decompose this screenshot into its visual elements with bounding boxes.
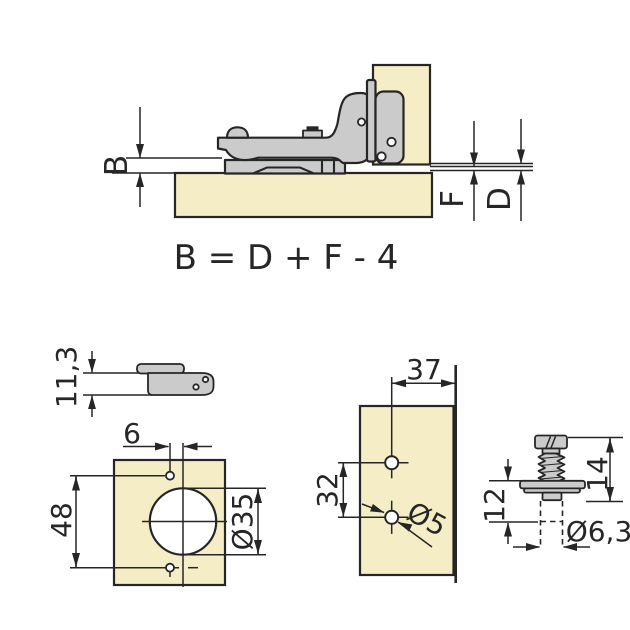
flange-hole-2: [376, 151, 387, 162]
adjustment-screw-head: [306, 126, 319, 131]
cabinet-panel: [173, 171, 434, 219]
dim-113-label: 11,3: [50, 346, 83, 408]
dim-f-label: F: [435, 190, 471, 208]
plate-tab: [136, 363, 185, 375]
dim-d-label: D: [482, 187, 518, 211]
arm-hole: [356, 117, 366, 127]
hinge-cross-section: B F D B = D + F - 4: [99, 63, 533, 278]
euro-screw: 14 12 Ø6,3: [478, 434, 630, 551]
plate-hole-2: [201, 375, 210, 384]
dim-35-label: Ø35: [226, 493, 259, 551]
dim-48-label: 48: [45, 502, 78, 538]
plate-hole-1: [192, 383, 200, 391]
dim-63-label: Ø6,3: [566, 515, 630, 548]
mounting-plate-pattern: 37 32 Ø5: [311, 353, 458, 583]
screw-hole-top: [165, 470, 175, 481]
plate-screw-hole-top: [384, 455, 400, 471]
thread-line-2: [539, 462, 564, 467]
hinge-arm-dome: [225, 126, 250, 139]
thread-line-3: [539, 469, 564, 474]
mounting-plate-notch: [252, 166, 315, 175]
thread-line-4: [539, 476, 564, 480]
dim-37-label: 37: [406, 353, 442, 386]
adjustment-screw-base: [302, 129, 323, 139]
plate-screw-hole-bottom: [384, 509, 400, 525]
thread-line-1: [539, 455, 564, 460]
screw-slot-line-1: [545, 436, 552, 449]
hinge-cup-edge: [365, 78, 377, 163]
dia5-leader-line: [397, 521, 433, 548]
plate-body: [147, 372, 215, 396]
screw-slot-line-2: [550, 436, 557, 449]
screw-hole-bottom: [165, 562, 175, 573]
side-panel: [358, 404, 455, 577]
dim-32-label: 32: [311, 472, 344, 508]
dim-b-label: B: [99, 155, 135, 176]
dim-14-label: 14: [581, 456, 614, 492]
dia5-leader-left: [361, 503, 385, 514]
overlay-formula: B = D + F - 4: [174, 238, 399, 278]
hinge-cup-flange: [374, 90, 405, 165]
dim-12-label: 12: [478, 487, 511, 523]
drilling-pattern: 6 48 Ø35: [45, 417, 266, 587]
flange-hole-1: [386, 136, 397, 148]
dim-6-label: 6: [123, 417, 141, 450]
flange-plate: [519, 479, 586, 490]
bush-collar: [541, 491, 563, 502]
arm-side-view: 11,3: [50, 346, 215, 417]
